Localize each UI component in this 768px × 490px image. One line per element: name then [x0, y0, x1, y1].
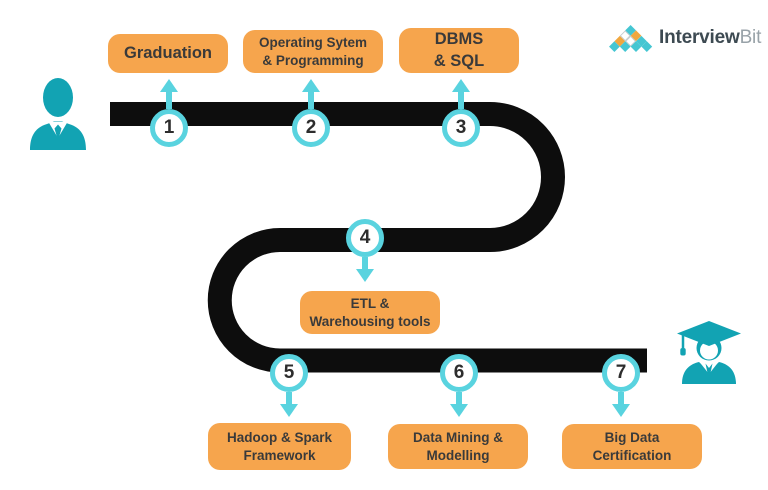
step-marker-1: 1	[150, 109, 188, 147]
step-label-line: Certification	[592, 447, 672, 463]
arrow-down-icon-5	[280, 392, 298, 417]
logo-text-primary: Interview	[659, 27, 740, 48]
interviewbit-logo: InterviewBit	[609, 24, 761, 52]
step-number: 4	[359, 227, 371, 248]
step-number: 1	[163, 117, 175, 138]
step-marker-4: 4	[346, 219, 384, 257]
step-box-os-programming: Operating Sytem & Programming	[243, 30, 383, 73]
step-label-line: Operating Sytem	[258, 35, 368, 51]
step-label-line: & Programming	[262, 52, 364, 68]
step-box-bigdata-cert: Big Data Certification	[562, 424, 702, 469]
step-label-line: DBMS	[434, 30, 484, 49]
step-label-line: ETL &	[350, 296, 390, 312]
arrow-down-icon-4	[356, 257, 374, 282]
step-marker-5: 5	[270, 354, 308, 392]
step-number: 2	[305, 117, 317, 138]
step-box-dbms-sql: DBMS & SQL	[399, 28, 519, 73]
logo-mark-icon	[609, 25, 653, 52]
step-number: 7	[615, 362, 627, 383]
step-label-line: Framework	[243, 447, 316, 463]
step-label-line: Modelling	[426, 447, 490, 463]
arrow-up-icon-3	[452, 79, 470, 109]
step-label-line: & SQL	[433, 51, 485, 70]
step-label-line: Big Data	[604, 430, 660, 446]
step-number: 5	[283, 362, 295, 383]
logo-text-secondary: Bit	[739, 27, 762, 48]
arrow-up-icon-1	[160, 79, 178, 109]
graduate-icon	[677, 321, 741, 384]
step-box-etl-warehousing: ETL & Warehousing tools	[300, 291, 440, 334]
step-label-line: Graduation	[123, 43, 212, 62]
step-marker-2: 2	[292, 109, 330, 147]
step-label-line: Data Mining &	[413, 430, 503, 446]
road-path	[110, 102, 647, 373]
arrow-up-icon-2	[302, 79, 320, 109]
step-box-hadoop-spark: Hadoop & Spark Framework	[208, 423, 351, 470]
step-number: 3	[455, 117, 467, 138]
step-marker-6: 6	[440, 354, 478, 392]
businessman-icon	[30, 78, 86, 150]
step-marker-7: 7	[602, 354, 640, 392]
step-box-graduation: Graduation	[108, 34, 228, 73]
arrow-down-icon-7	[612, 392, 630, 417]
logo-wordmark: InterviewBit	[659, 27, 761, 49]
arrow-down-icon-6	[450, 392, 468, 417]
step-marker-3: 3	[442, 109, 480, 147]
step-box-data-mining: Data Mining & Modelling	[388, 424, 528, 469]
step-label-line: Warehousing tools	[309, 313, 431, 329]
step-number: 6	[453, 362, 465, 383]
step-label-line: Hadoop & Spark	[226, 430, 332, 446]
